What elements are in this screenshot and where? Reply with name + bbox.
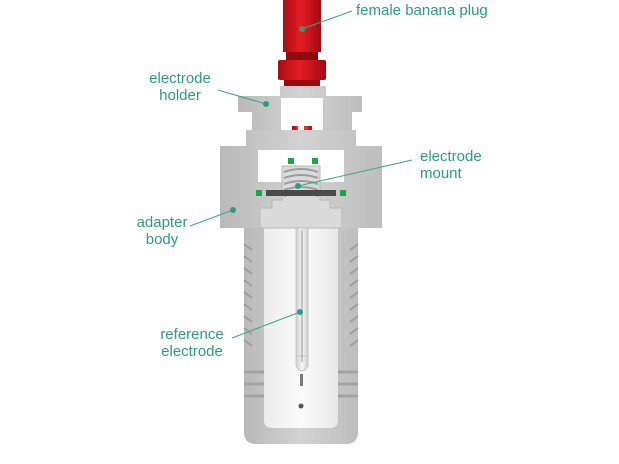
- label-female-banana-plug-text: female banana plug: [356, 2, 488, 19]
- banana-plug: [278, 0, 326, 88]
- label-electrode-holder-line2: holder: [159, 87, 201, 104]
- label-adapter-body-line2: body: [145, 231, 179, 248]
- label-reference-electrode-line1: reference: [160, 326, 224, 343]
- label-electrode-mount-line1: electrode: [420, 148, 482, 165]
- label-adapter-body: adapter body: [120, 214, 204, 248]
- label-electrode-mount: electrode mount: [420, 148, 482, 182]
- label-electrode-holder: electrode holder: [138, 70, 222, 104]
- label-adapter-body-line1: adapter: [136, 214, 188, 231]
- leader-lines: [189, 10, 413, 339]
- leader-dots: [230, 26, 305, 315]
- label-reference-electrode: reference electrode: [146, 326, 238, 360]
- electrode-mount: [259, 165, 343, 229]
- gaskets: [256, 158, 346, 196]
- label-reference-electrode-line2: electrode: [161, 343, 223, 360]
- reference-electrode-tube: [295, 227, 309, 386]
- label-electrode-mount-line2: mount: [420, 165, 462, 182]
- label-female-banana-plug: female banana plug: [356, 2, 488, 19]
- label-electrode-holder-line1: electrode: [149, 70, 211, 87]
